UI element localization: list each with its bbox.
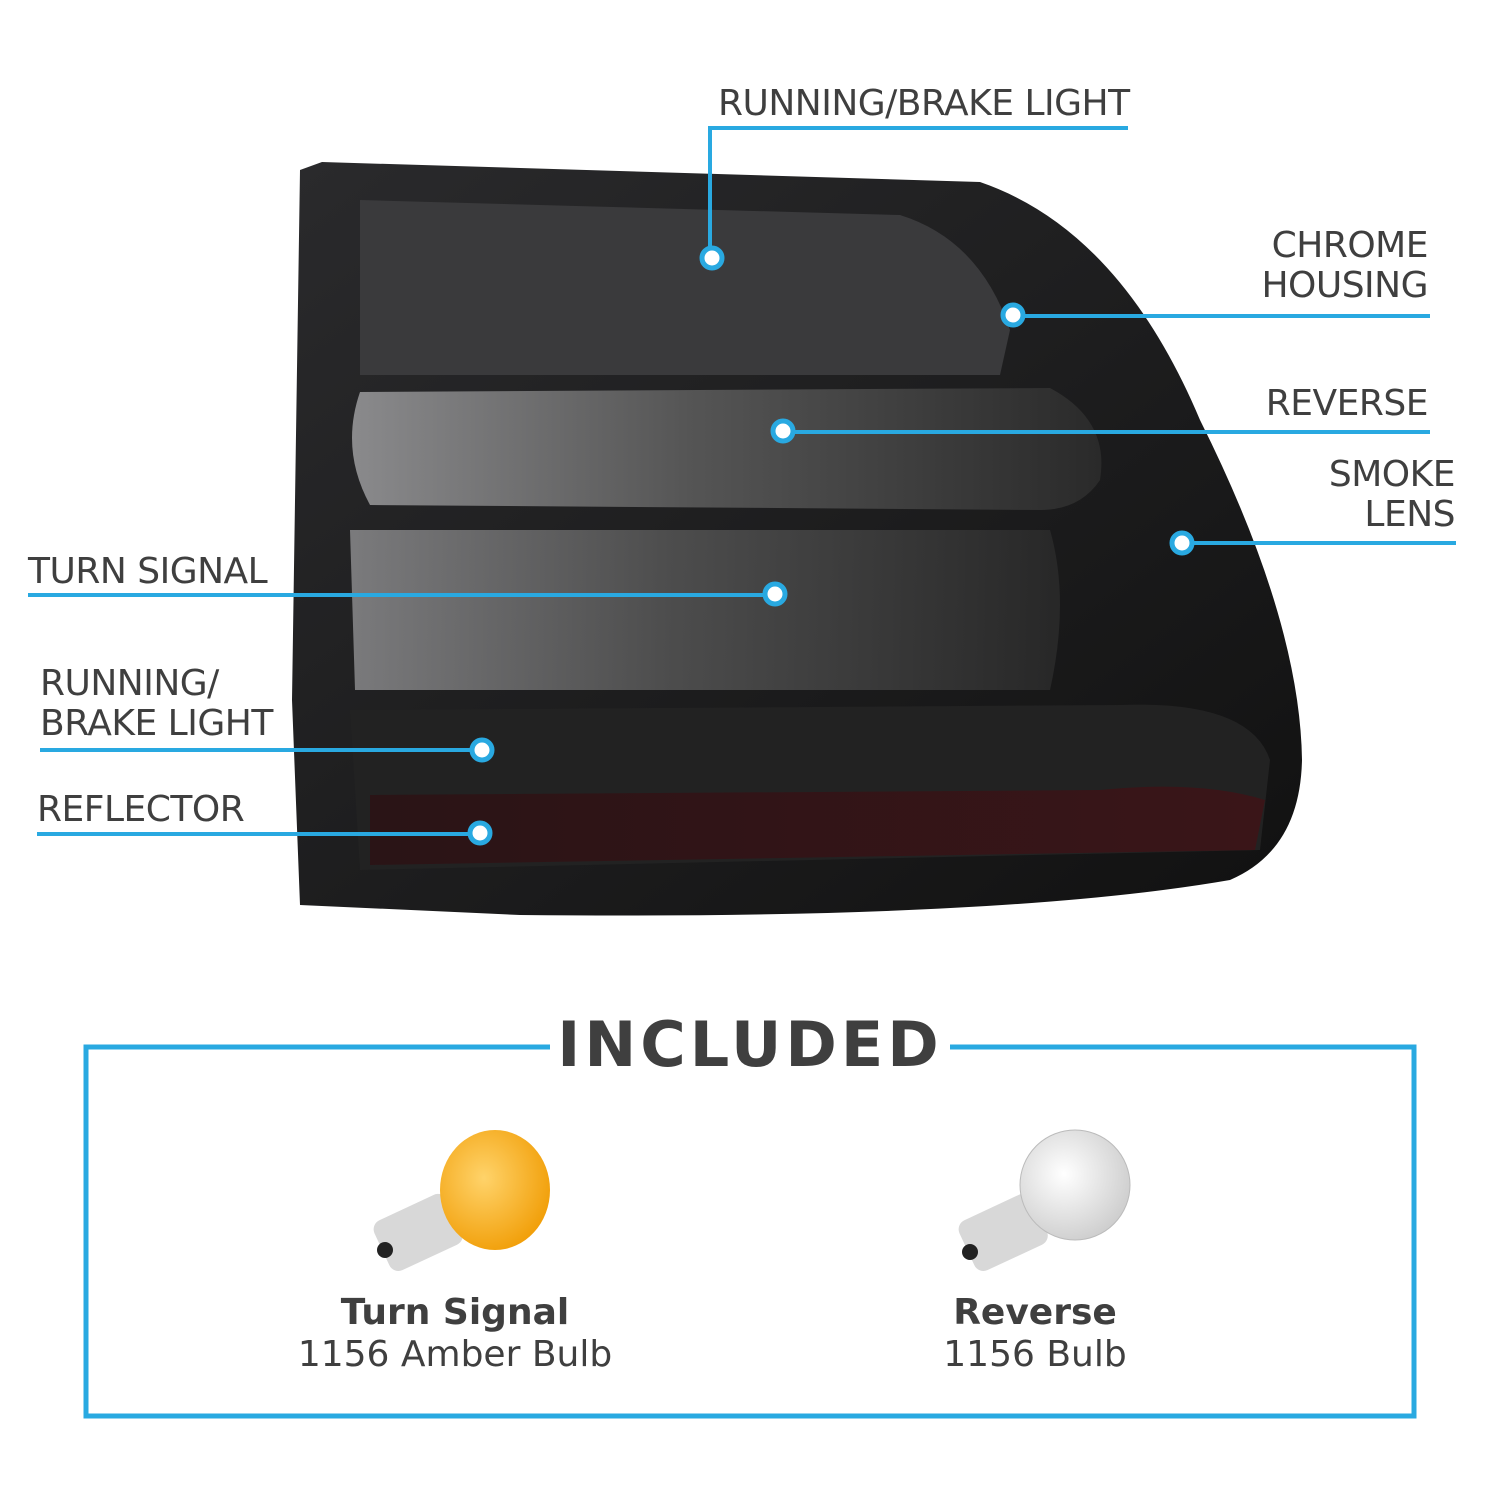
callout-line: BRAKE LIGHT <box>40 703 273 744</box>
included-title: INCLUDED <box>550 1008 950 1081</box>
tail-light-housing <box>292 162 1302 916</box>
bulb-name-turn-signal: Turn Signal <box>340 1292 570 1333</box>
callout-chrome-housing: CHROME HOUSING <box>1261 226 1428 306</box>
callout-lines <box>28 126 1456 836</box>
clear-bulb-image <box>958 1129 1131 1271</box>
callout-line: HOUSING <box>1261 265 1428 306</box>
bulb-name-reverse: Reverse <box>953 1292 1117 1333</box>
callout-reverse: REVERSE <box>1265 383 1429 424</box>
callout-line: RUNNING/ <box>40 663 219 704</box>
amber-bulb-image <box>373 1130 550 1271</box>
callout-line: SMOKE <box>1328 454 1456 495</box>
callout-dots <box>467 245 1195 846</box>
bulb-desc-turn-signal: 1156 Amber Bulb <box>297 1334 613 1375</box>
callout-running-brake-lower: RUNNING/ BRAKE LIGHT <box>40 664 273 744</box>
callout-reflector: REFLECTOR <box>37 789 245 830</box>
callout-line: LENS <box>1364 494 1455 535</box>
callout-running-brake-top: RUNNING/BRAKE LIGHT <box>718 83 1130 124</box>
callout-turn-signal: TURN SIGNAL <box>28 551 268 592</box>
bulb-desc-reverse: 1156 Bulb <box>943 1334 1127 1375</box>
callout-line: CHROME <box>1271 225 1429 266</box>
callout-smoke-lens: SMOKE LENS <box>1328 454 1456 535</box>
